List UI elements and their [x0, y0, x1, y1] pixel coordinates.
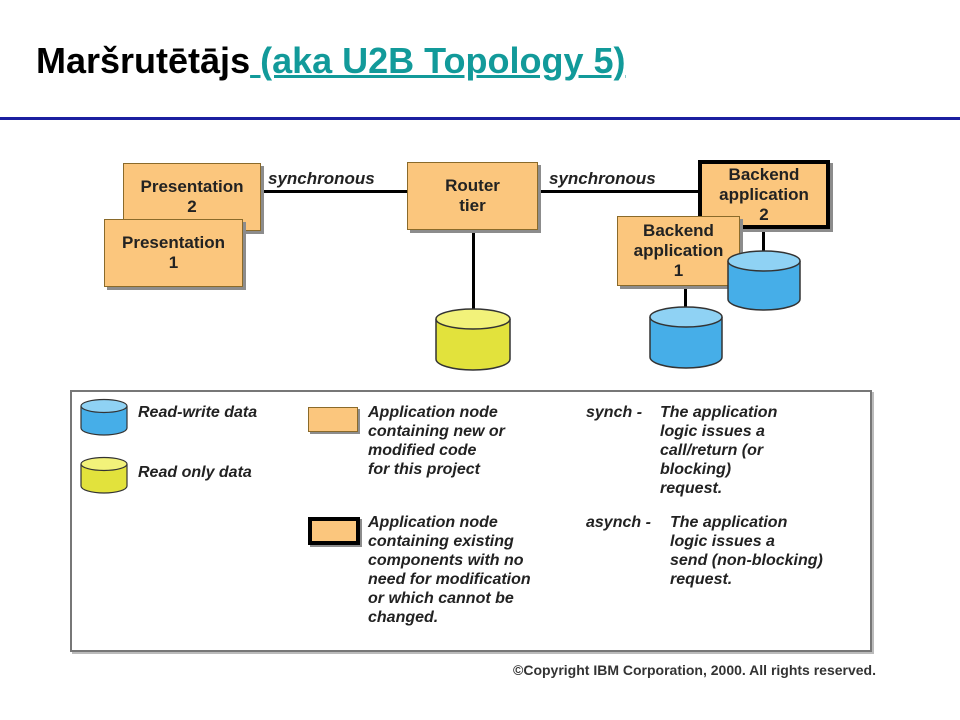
legend-existing-node-label: Application node containing existing com… [368, 514, 531, 626]
legend-read-write-label: Read-write data [138, 404, 258, 421]
new-node-swatch [308, 407, 358, 432]
connector-backend2-db [762, 226, 765, 256]
legend-read-only-label: Read only data [138, 464, 252, 481]
connector-router-backend [538, 190, 702, 193]
connection-label-right: synchronous [547, 169, 658, 189]
connector-presentation-router [260, 190, 410, 193]
copyright-notice: ©Copyright IBM Corporation, 2000. All ri… [513, 662, 876, 678]
connection-label-left: synchronous [266, 169, 377, 189]
router-read-only-db-icon [435, 308, 511, 372]
presentation-1-node: Presentation 1 [104, 219, 243, 287]
legend-new-node-label: Application node containing new or modif… [368, 404, 505, 478]
backend-application-1-node: Backend application 1 [617, 216, 740, 286]
router-tier-node: Router tier [407, 162, 538, 230]
legend-asynch-term: asynch - [586, 514, 651, 531]
connector-router-db [472, 230, 475, 318]
title-divider [0, 117, 960, 120]
title-main: Maršrutētājs [36, 40, 251, 81]
legend-synch-term: synch - [586, 404, 643, 421]
read-write-data-icon [80, 398, 128, 436]
backend-2-read-write-db-icon [727, 250, 801, 312]
legend-box: Read-write data Read only data Applicati… [70, 390, 872, 652]
legend-synch-desc: The application logic issues a call/retu… [660, 404, 778, 497]
backend-1-read-write-db-icon [649, 306, 723, 370]
backend-application-2-node: Backend application 2 [698, 160, 830, 229]
read-only-data-icon [80, 456, 128, 494]
topology-link[interactable]: (aka U2B Topology 5) [250, 40, 626, 81]
existing-node-swatch [308, 517, 360, 545]
connector-backend1-db [684, 286, 687, 310]
legend-asynch-desc: The application logic issues a send (non… [670, 514, 823, 588]
page-title: Maršrutētājs (aka U2B Topology 5) [36, 40, 625, 82]
